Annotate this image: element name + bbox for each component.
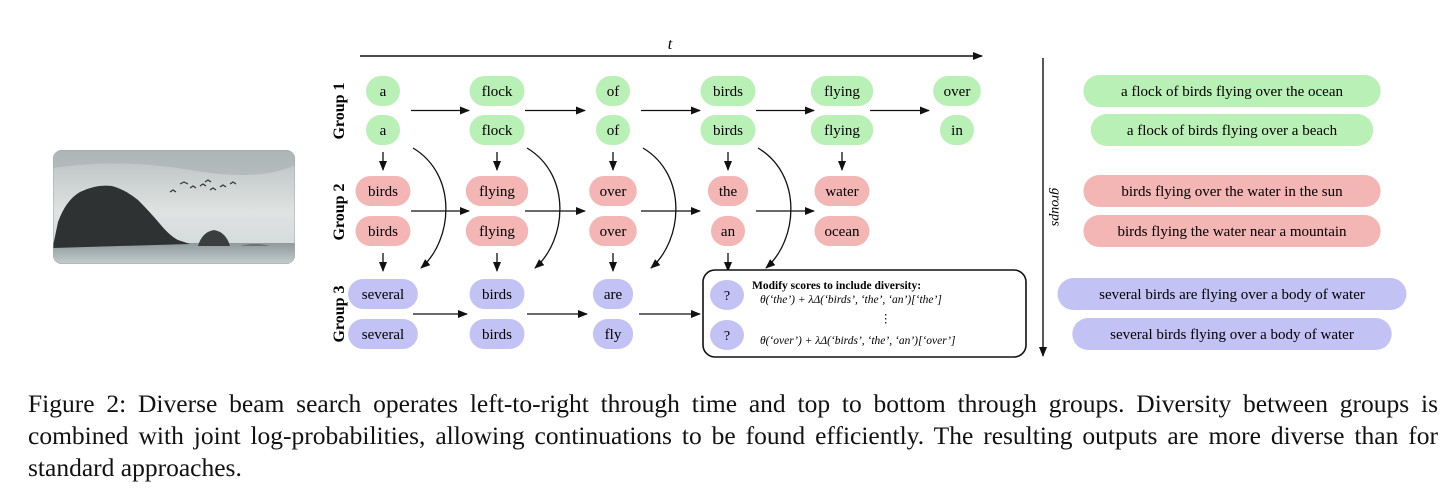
beam-connectors: [379, 106, 930, 318]
beam-node: [940, 115, 974, 145]
output-caption-text: a flock of birds flying over a beach: [1127, 123, 1338, 139]
beam-word: a: [380, 123, 387, 139]
beam-word: several: [362, 287, 404, 303]
beam-word: ocean: [825, 224, 860, 240]
beam-word: birds: [482, 327, 512, 343]
groups-axis-label: groups: [1048, 188, 1063, 227]
beam-node: [366, 76, 400, 106]
beam-node: [700, 115, 756, 145]
beam-word: birds: [713, 123, 743, 139]
diversity-curve-arrow: [526, 147, 561, 269]
beam-word: fly: [605, 327, 622, 343]
beam-word: flock: [482, 84, 513, 100]
output-caption-text: birds flying the water near a mountain: [1117, 224, 1347, 240]
beam-word: over: [944, 84, 971, 100]
beam-word: flying: [479, 184, 515, 200]
beam-node: [596, 76, 630, 106]
beam-node: [348, 279, 418, 309]
placeholder-node-2: [710, 320, 744, 350]
beam-word: several: [362, 327, 404, 343]
diversity-curve-arrow: [412, 147, 447, 269]
beam-node: [469, 319, 525, 349]
output-caption-pill: [1083, 175, 1381, 207]
beam-node: [366, 115, 400, 145]
beam-node: [933, 76, 981, 106]
diversity-ellipsis: ⋮: [880, 313, 892, 325]
beam-word: of: [607, 84, 620, 100]
beam-word: flock: [482, 123, 513, 139]
placeholder-1: ?: [724, 289, 730, 304]
output-caption-text: several birds flying over a body of wate…: [1110, 327, 1354, 343]
beam-node: [465, 216, 529, 246]
diversity-box: ? ? Modify scores to include diversity: …: [702, 269, 1027, 358]
group-1-label: Group 1: [331, 82, 348, 139]
output-caption-text: several birds are flying over a body of …: [1099, 287, 1365, 303]
group-3-label: Group 3: [331, 285, 348, 342]
output-caption-text: birds flying over the water in the sun: [1121, 184, 1343, 200]
diverse-beam-search-diagram: t groups Group 1 Group 2 Group 3 a flock o…: [53, 36, 1407, 358]
beam-node: [596, 115, 630, 145]
beam-node: [589, 216, 637, 246]
beam-node: [355, 216, 411, 246]
output-caption-pill: [1072, 318, 1392, 350]
diversity-curve-arrow: [757, 147, 792, 269]
output-caption-pill: [1083, 215, 1381, 247]
beam-node: [592, 319, 634, 349]
beam-node: [355, 176, 411, 206]
beam-node: [810, 76, 874, 106]
beam-node: [814, 176, 870, 206]
beam-word: over: [600, 224, 627, 240]
beam-word: water: [825, 184, 858, 200]
beam-word: an: [721, 224, 736, 240]
figure-caption: Figure 2: Diverse beam search operates l…: [28, 389, 1438, 482]
beam-node: [814, 216, 870, 246]
beam-node: [465, 176, 529, 206]
placeholder-2: ?: [724, 329, 730, 344]
beam-node: [592, 279, 634, 309]
beam-node: [707, 176, 749, 206]
beam-word: of: [607, 123, 620, 139]
output-captions: a flock of birds flying over the ocean a …: [1057, 75, 1407, 350]
time-axis-label: t: [668, 36, 673, 53]
beam-node: [469, 115, 525, 145]
beam-node: [469, 76, 525, 106]
output-caption-pill: [1057, 278, 1407, 310]
diversity-formula-2: θ(‘over’) + λΔ(‘birds’, ‘the’, ‘an’)[‘ov…: [760, 335, 955, 347]
beam-node: [469, 279, 525, 309]
diversity-curve-arrow: [642, 147, 677, 269]
beam-word: birds: [713, 84, 743, 100]
diversity-formula-1: θ(‘the’) + λΔ(‘birds’, ‘the’, ‘an’)[‘the…: [760, 294, 942, 306]
beam-word: flying: [824, 84, 860, 100]
output-caption-pill: [1090, 114, 1374, 146]
beam-word: over: [600, 184, 627, 200]
placeholder-node-1: [710, 280, 744, 310]
beam-node: [589, 176, 637, 206]
group-2-label: Group 2: [331, 183, 348, 240]
beam-word: birds: [368, 224, 398, 240]
beam-word: birds: [482, 287, 512, 303]
beam-word: the: [719, 184, 738, 200]
beam-word: birds: [368, 184, 398, 200]
output-caption-pill: [1083, 75, 1381, 107]
input-photo: [53, 150, 295, 264]
beam-word: in: [951, 123, 963, 139]
beam-word: flying: [824, 123, 860, 139]
output-caption-text: a flock of birds flying over the ocean: [1121, 84, 1344, 100]
beam-word: are: [604, 287, 623, 303]
beam-word: flying: [479, 224, 515, 240]
beam-node: [348, 319, 418, 349]
beam-node: [700, 76, 756, 106]
beam-node: [810, 115, 874, 145]
diversity-box-title: Modify scores to include diversity:: [752, 280, 921, 292]
beam-node: [711, 216, 745, 246]
beam-word: a: [380, 84, 387, 100]
